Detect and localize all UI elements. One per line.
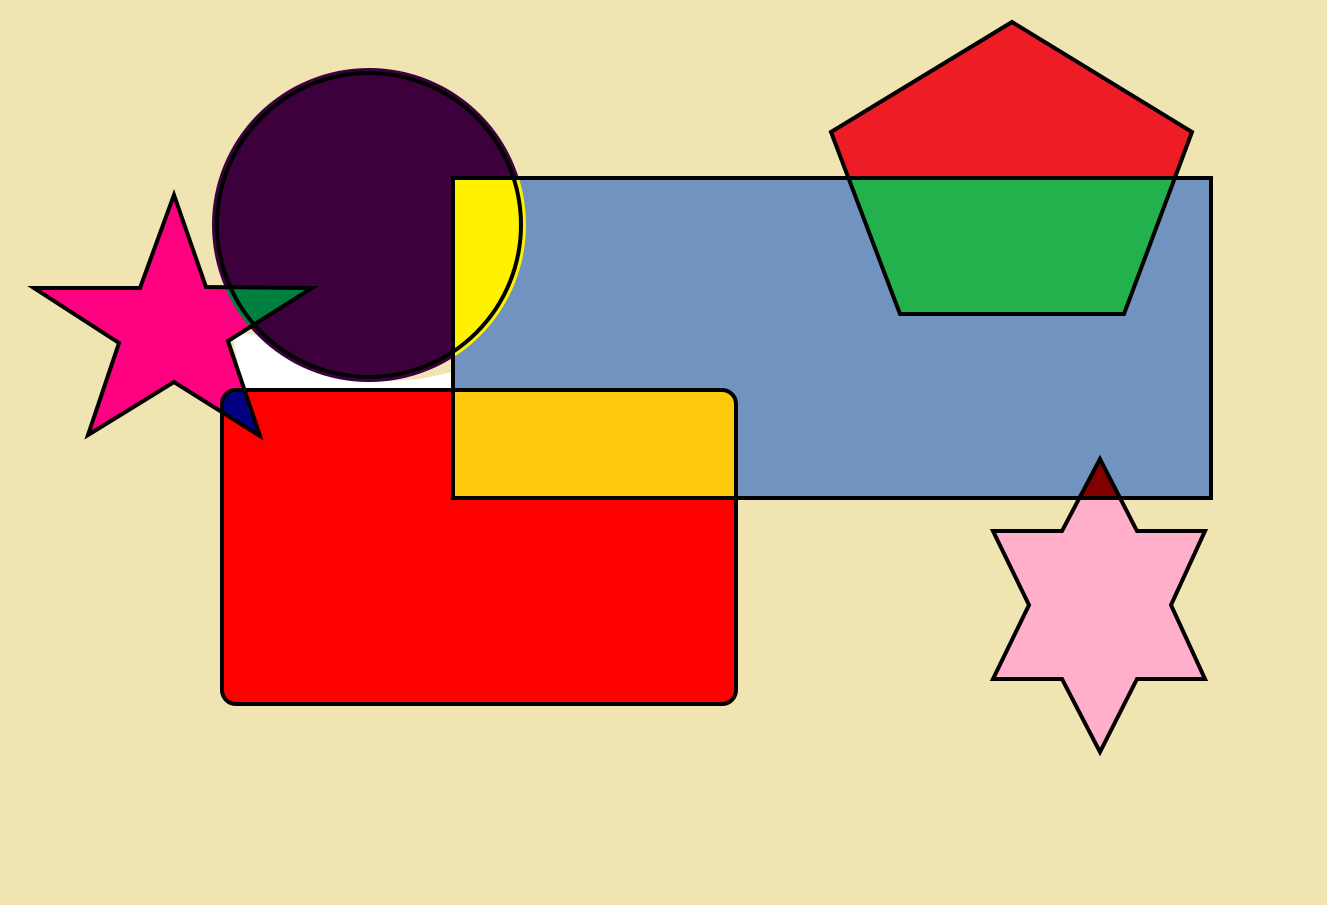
gap-region bbox=[232, 333, 452, 390]
pentagon-outline bbox=[828, 19, 1195, 316]
five-point-star bbox=[34, 195, 312, 436]
rounded-rectangle-outline bbox=[220, 388, 738, 706]
rounded-rectangle-blue-overlap bbox=[453, 390, 736, 498]
five-point-star-outline bbox=[27, 189, 319, 441]
shape-outlines bbox=[27, 19, 1213, 757]
six-point-star-outline bbox=[989, 454, 1209, 757]
blue-rectangle-outline bbox=[451, 176, 1213, 500]
circle-outline bbox=[215, 71, 523, 379]
